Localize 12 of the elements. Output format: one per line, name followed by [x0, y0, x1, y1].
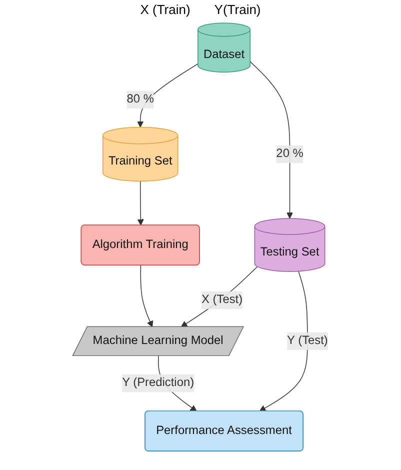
edge-label: 20 % [276, 148, 304, 160]
edge-label: 80 % [126, 92, 154, 106]
edge-label: X (Test) [202, 294, 243, 306]
edge-label: Y (Prediction) [122, 376, 194, 390]
edge-label: Y (Test) [287, 334, 328, 348]
arrow [140, 265, 154, 328]
arrow [181, 266, 258, 328]
signal-label: X (Train) [140, 2, 190, 17]
arrow [138, 180, 144, 226]
signal-label: Y(Train) [214, 2, 261, 17]
arrow [250, 61, 294, 219]
arrow [260, 270, 308, 412]
